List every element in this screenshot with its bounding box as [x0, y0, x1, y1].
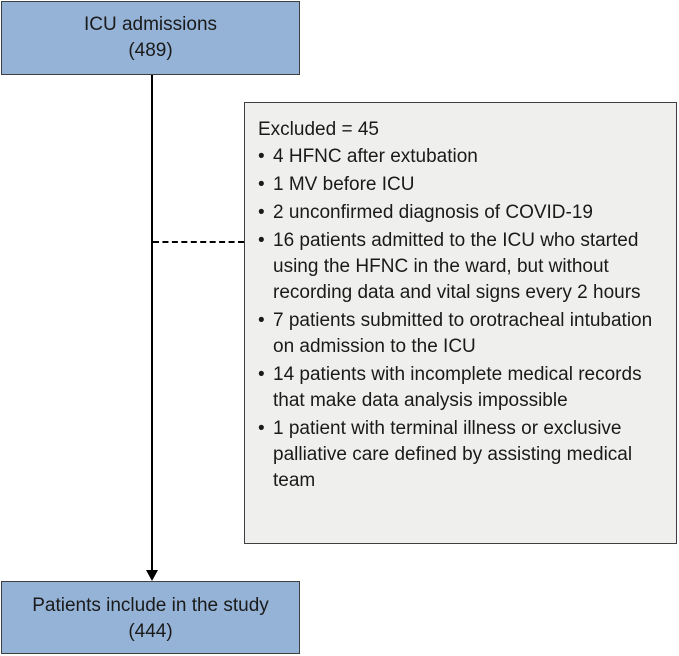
exclusion-item-text: 4 HFNC after extubation — [273, 146, 478, 167]
exclusion-item: • 4 HFNC after extubation — [258, 144, 668, 170]
icu-admissions-count: (489) — [128, 40, 173, 61]
bullet-icon: • — [258, 418, 265, 439]
exclusion-item-text: 16 patients admitted to the ICU who star… — [273, 230, 641, 303]
icu-admissions-title: ICU admissions — [83, 14, 218, 35]
exclusion-item-text: 2 unconfirmed diagnosis of COVID-19 — [273, 202, 593, 223]
exclusion-item: • 7 patients submitted to orotracheal int… — [258, 308, 668, 360]
icu-admissions-box: ICU admissions (489) — [1, 1, 300, 75]
included-patients-title: Patients include in the study — [32, 595, 269, 616]
bullet-icon: • — [258, 310, 265, 331]
exclusion-item: • 2 unconfirmed diagnosis of COVID-19 — [258, 200, 668, 226]
exclusion-box: Excluded = 45 • 4 HFNC after extubation •… — [244, 102, 677, 544]
bullet-icon: • — [258, 202, 265, 223]
exclusion-dashed-connector — [153, 241, 244, 243]
exclusion-list: • 4 HFNC after extubation • 1 MV before IC… — [258, 144, 668, 494]
exclusion-item-text: 7 patients submitted to orotracheal intu… — [273, 310, 653, 357]
exclusion-item-text: 14 patients with incomplete medical reco… — [273, 364, 642, 411]
flow-arrowhead — [146, 570, 158, 581]
included-patients-box: Patients include in the study (444) — [1, 581, 300, 654]
exclusion-item-text: 1 patient with terminal illness or exclu… — [273, 418, 633, 491]
exclusion-item: • 16 patients admitted to the ICU who sta… — [258, 228, 668, 306]
exclusion-header: Excluded = 45 — [258, 119, 379, 140]
exclusion-item: • 14 patients with incomplete medical rec… — [258, 362, 668, 414]
bullet-icon: • — [258, 230, 265, 251]
bullet-icon: • — [258, 146, 265, 167]
exclusion-item: • 1 MV before ICU — [258, 172, 668, 198]
bullet-icon: • — [258, 174, 265, 195]
included-patients-count: (444) — [128, 621, 173, 642]
exclusion-item-text: 1 MV before ICU — [273, 174, 415, 195]
exclusion-item: • 1 patient with terminal illness or excl… — [258, 416, 668, 494]
bullet-icon: • — [258, 364, 265, 385]
flow-connector-line — [151, 75, 153, 571]
